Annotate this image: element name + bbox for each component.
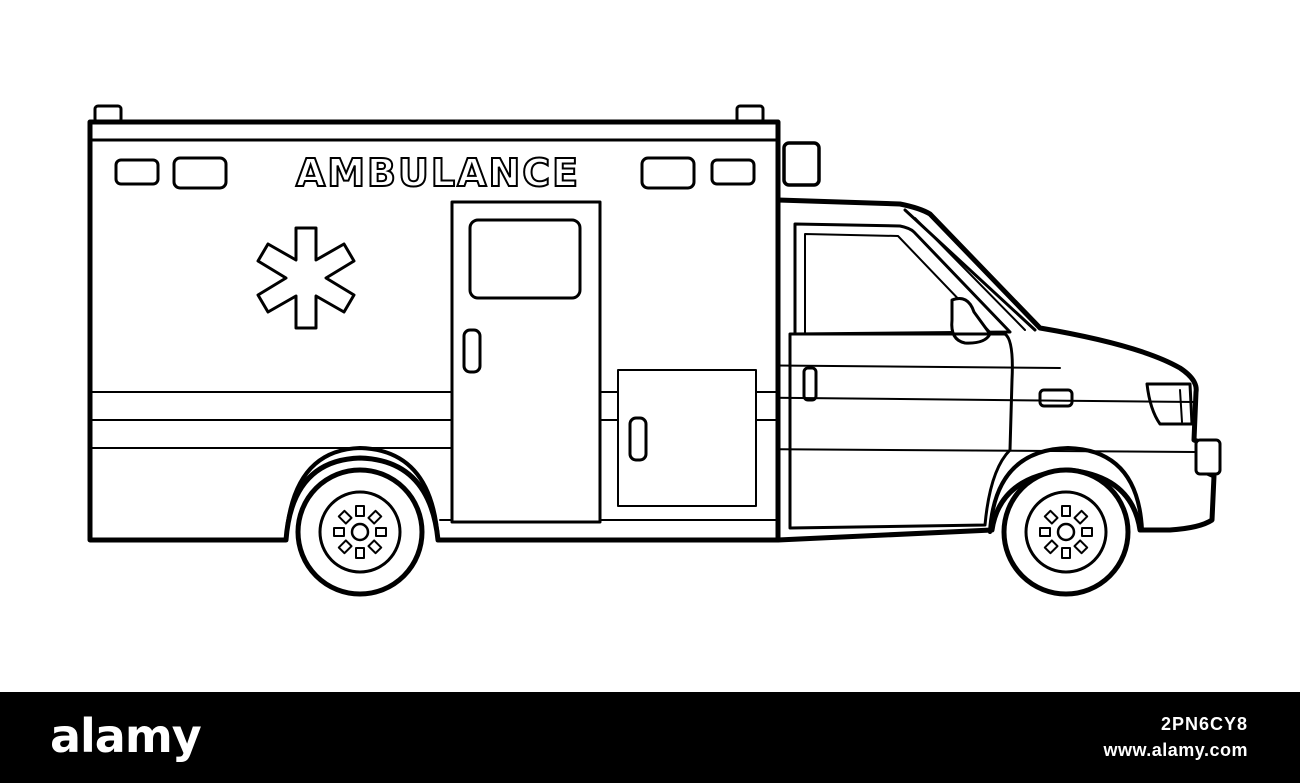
windshield-inner: [914, 217, 1026, 331]
illustration-canvas: AMBULANCE: [87, 104, 1222, 597]
box-door-handle: [462, 328, 482, 374]
cab-light: [782, 141, 821, 187]
front-bumper: [1194, 438, 1222, 476]
front-wheel: [1001, 467, 1131, 597]
footer-bar: alamy 2PN6CY8 www.alamy.com: [0, 692, 1300, 783]
ambulance-label: AMBULANCE: [296, 151, 580, 195]
cab-body: [775, 197, 1217, 543]
cab-window: [793, 222, 1012, 336]
brand-logo: alamy: [50, 709, 202, 763]
image-url: www.alamy.com: [1103, 740, 1248, 760]
box-light-2: [172, 156, 228, 190]
box-light-1: [114, 158, 160, 186]
box-compartment-handle: [628, 416, 648, 462]
front-side-marker: [1038, 388, 1074, 408]
front-wheel-arch: [988, 446, 1144, 534]
grille-line: [1179, 389, 1183, 423]
ambulance-illustration: AMBULANCE: [87, 104, 1222, 597]
box-light-4: [710, 158, 756, 186]
image-id: 2PN6CY8: [1160, 714, 1248, 734]
rear-wheel: [295, 467, 425, 597]
cab-door-handle: [802, 366, 818, 402]
box-light-3: [640, 156, 696, 190]
star-of-life-icon: [256, 226, 356, 330]
box-door-window: [468, 218, 582, 300]
